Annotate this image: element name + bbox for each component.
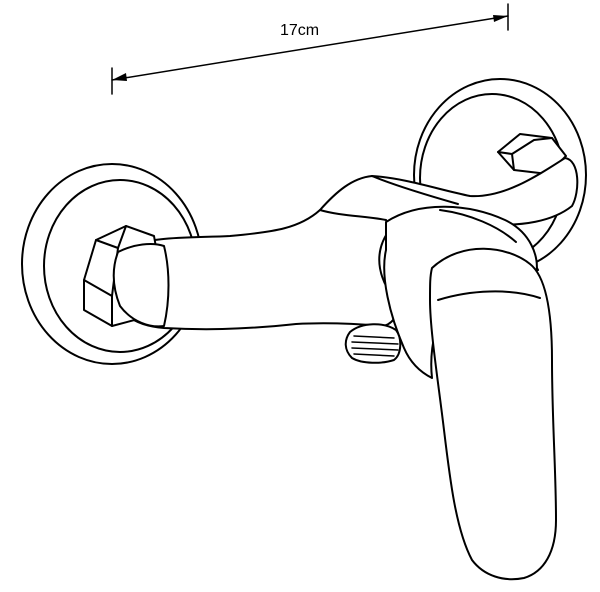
dimension-arrow-left: [112, 73, 127, 81]
shower-outlet: [344, 323, 402, 364]
dimension-line: 17cm: [111, 3, 509, 95]
lever-handle: [429, 247, 557, 581]
left-connector: [112, 243, 170, 328]
right-hex-nut: [497, 133, 567, 175]
dimension-label: 17cm: [280, 22, 319, 39]
dimension-arrow-right: [493, 15, 508, 22]
